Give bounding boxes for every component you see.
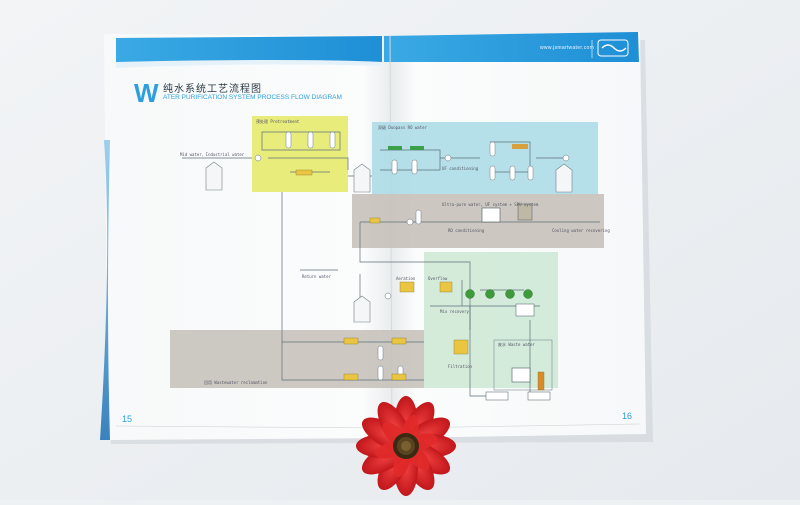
label-ultra-softening: Ultra-pure water, UF system + SPU system bbox=[442, 202, 539, 207]
ro-membranes bbox=[388, 144, 528, 150]
page-number-left: 15 bbox=[122, 414, 133, 424]
zone-label-waste-water: 废水 Waste water bbox=[498, 342, 535, 347]
heat-exchangers bbox=[295, 169, 545, 391]
zone-pretreatment bbox=[252, 116, 348, 192]
membrane-blocks bbox=[481, 203, 551, 401]
zone-label-double-ro: 双级 Duopass RO water bbox=[378, 125, 427, 130]
pumps bbox=[254, 154, 570, 300]
label-overflow: Overflow bbox=[428, 276, 448, 281]
zone-gray-band bbox=[352, 194, 604, 248]
label-mix-recovery: Mix recovery bbox=[440, 309, 469, 314]
page-number-right: 16 bbox=[622, 411, 633, 421]
company-logo-icon bbox=[591, 39, 629, 58]
header-band-left bbox=[116, 36, 382, 64]
label-return-water: Return water bbox=[302, 274, 331, 279]
zone-label-pretreatment: 预处理 Pretreatment bbox=[256, 119, 300, 124]
label-ro-conditioning: RO conditioning bbox=[448, 228, 485, 233]
uv-units bbox=[465, 289, 533, 299]
label-cooling-water: Cooling water recovering bbox=[552, 228, 610, 233]
website-url: www.jsmartwater.com bbox=[540, 45, 595, 51]
label-uf-conditioning: UF conditioning bbox=[442, 166, 479, 171]
page-title-en: ATER PURIFICATION SYSTEM PROCESS FLOW DI… bbox=[163, 94, 342, 101]
page-title-cn: 纯水系统工艺流程图 bbox=[163, 84, 262, 95]
red-flower bbox=[356, 396, 456, 496]
zone-green bbox=[424, 252, 558, 388]
header-band-right bbox=[384, 32, 639, 62]
label-filtration: Filtration bbox=[448, 364, 473, 369]
label-raw-water: Mid water、Industrial water bbox=[180, 152, 245, 157]
title-initial: W bbox=[134, 78, 159, 108]
label-aeration: Aeration bbox=[396, 276, 416, 281]
zone-label-wastewater: 回用 Wastewater reclamation bbox=[204, 380, 268, 385]
storage-tanks bbox=[205, 161, 573, 323]
